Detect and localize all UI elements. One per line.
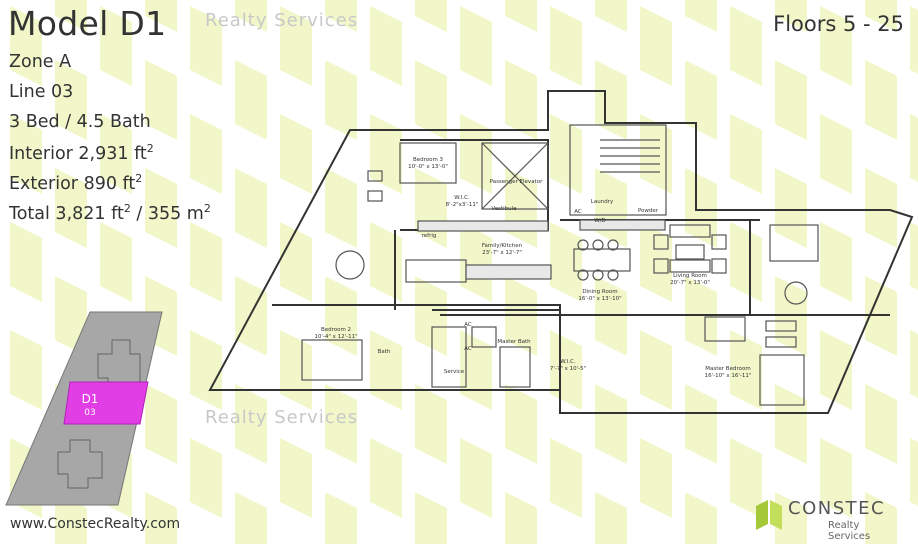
keyplan-unit: D1 xyxy=(82,392,99,406)
room-laundry: Laundry xyxy=(591,199,614,205)
room-family: Family/Kitchen xyxy=(482,243,523,249)
room-service: Service xyxy=(444,369,465,375)
room-wic1-dim: 8'-2"x3'-11" xyxy=(446,202,479,208)
room-bedroom2-dim: 10'-4" x 12'-11" xyxy=(314,334,357,340)
interior-area: Interior 2,931 ft2 xyxy=(9,142,154,164)
room-wic2: W.I.C. xyxy=(560,359,576,365)
key-plan: D1 03 xyxy=(5,311,163,506)
room-ac3: AC xyxy=(464,346,472,352)
exterior-area: Exterior 890 ft2 xyxy=(9,172,143,194)
room-elevator: Passenger Elevator xyxy=(490,179,543,185)
zone-label: Zone A xyxy=(9,52,72,72)
beds-baths-label: 3 Bed / 4.5 Bath xyxy=(9,112,151,132)
room-dining: Dining Room xyxy=(582,289,617,295)
room-bath: Bath xyxy=(378,349,391,355)
room-family-dim: 23'-7" x 12'-7" xyxy=(482,250,522,256)
line-label: Line 03 xyxy=(9,82,74,102)
watermark-middle: Realty Services xyxy=(205,407,359,428)
room-living-dim: 20'-7" x 13'-0" xyxy=(670,280,710,286)
room-master-bath: Master Bath xyxy=(497,339,531,345)
constec-logo: CONSTEC Realty Services xyxy=(754,496,904,542)
room-ac1: AC xyxy=(574,209,582,215)
keyplan-line: 03 xyxy=(84,408,95,418)
logo-subtitle: Realty Services xyxy=(828,520,871,542)
room-wd: W/D xyxy=(594,218,606,224)
room-dining-dim: 16'-0" x 13'-10" xyxy=(578,296,621,302)
room-master-dim: 16'-10" x 16'-11" xyxy=(705,373,752,379)
room-bedroom3: Bedroom 3 xyxy=(413,157,444,163)
model-title: Model D1 xyxy=(8,4,167,43)
floors-label: Floors 5 - 25 xyxy=(773,12,904,36)
logo-icon xyxy=(756,500,782,530)
room-bedroom3-dim: 10'-0" x 13'-0" xyxy=(408,164,448,170)
room-bedroom2: Bedroom 2 xyxy=(321,327,351,333)
room-refrig: refrig xyxy=(422,233,437,239)
watermark-top: Realty Services xyxy=(205,10,359,31)
floor-plan: Bedroom 3 10'-0" x 13'-0" W.I.C. 8'-2"x3… xyxy=(208,90,914,414)
room-master: Master Bedroom xyxy=(705,366,750,372)
room-wic2-dim: 7'-7" x 10'-5" xyxy=(550,366,586,372)
room-powder: Powder xyxy=(638,208,659,214)
unit-highlight xyxy=(63,381,149,425)
logo-name: CONSTEC xyxy=(788,498,886,519)
room-living: Living Room xyxy=(673,273,707,279)
website-link[interactable]: www.ConstecRealty.com xyxy=(10,516,181,532)
room-ac2: AC xyxy=(464,322,472,328)
room-vestibule: Vestibule xyxy=(491,206,517,212)
total-area: Total 3,821 ft2 / 355 m2 xyxy=(9,202,211,224)
room-wic1: W.I.C. xyxy=(454,195,470,201)
